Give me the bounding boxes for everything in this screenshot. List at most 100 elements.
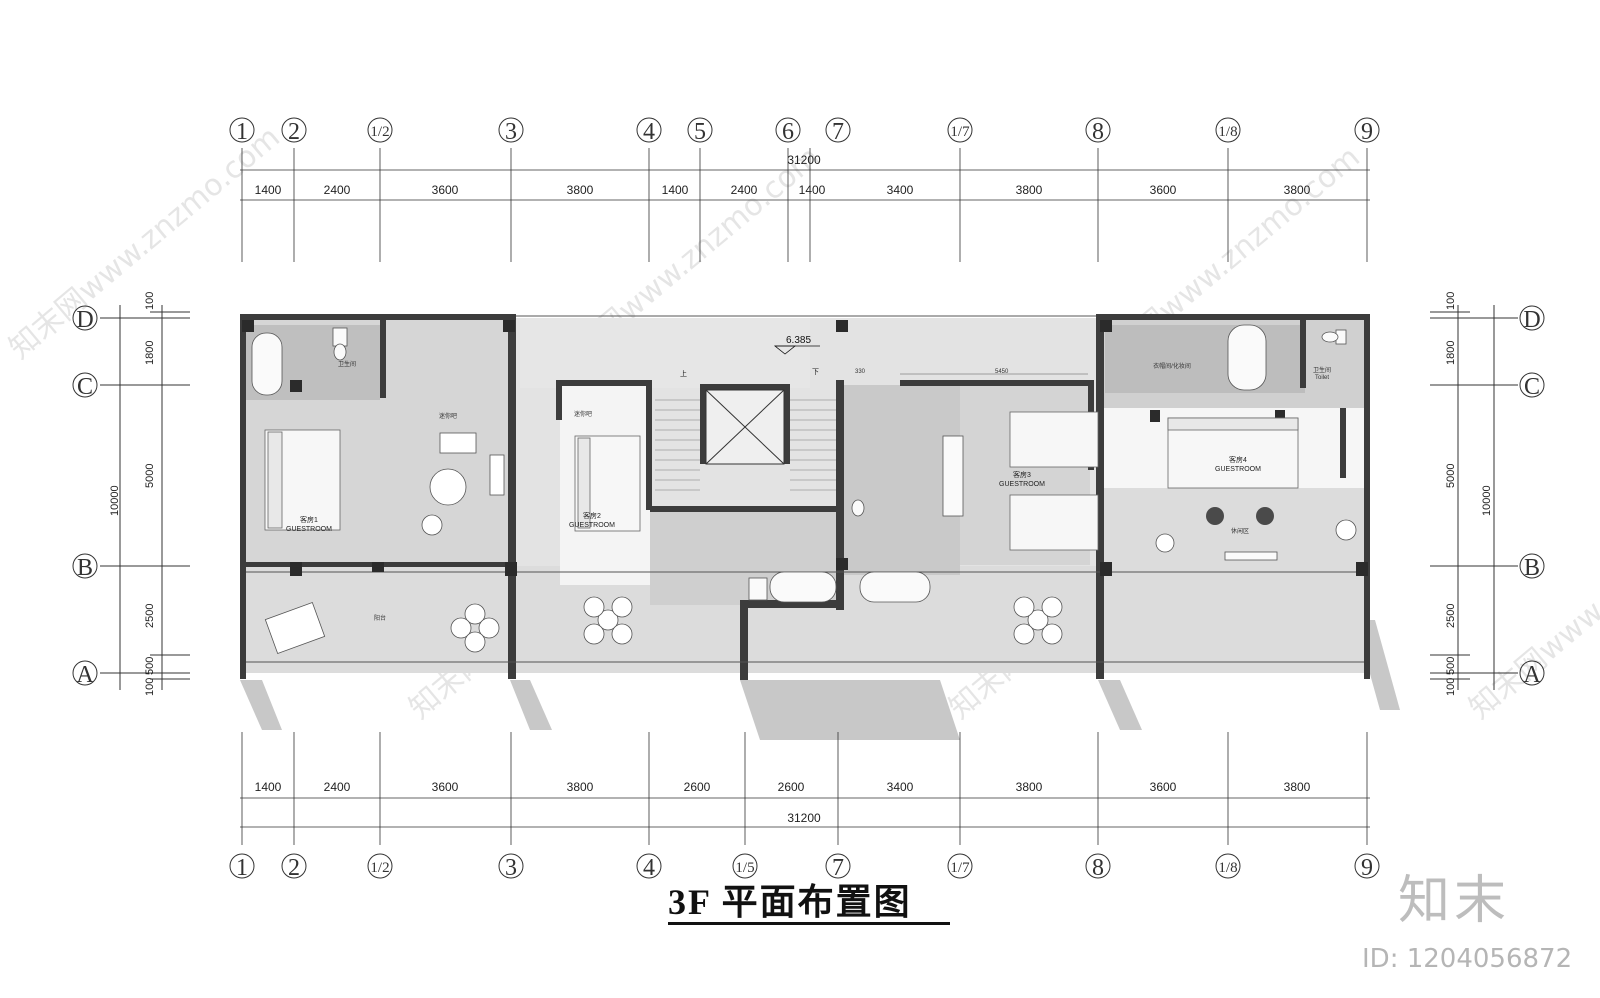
axis-label: 7 xyxy=(832,855,844,881)
dim-value: 100 xyxy=(1445,292,1457,310)
axis-label: 3 xyxy=(505,855,517,881)
dim-value: 5000 xyxy=(144,464,156,488)
dim-value: 3800 xyxy=(567,183,594,197)
dim-value: 3800 xyxy=(1284,780,1311,794)
stair-down-label: 下 xyxy=(812,368,819,376)
dim-value: 3400 xyxy=(887,183,914,197)
room-label-balcony: 阳台 xyxy=(374,614,386,622)
room-label-bathroom4: 卫生间 xyxy=(1313,366,1331,374)
top-dimension-lines xyxy=(240,148,1370,262)
bottom-segment-dims: 1400 2400 3600 3800 2600 2600 3400 3800 … xyxy=(255,780,1311,794)
dim-value: 100 xyxy=(144,678,156,696)
top-axis-labels: 1 2 1/2 3 4 5 6 7 1/7 8 1/8 9 xyxy=(236,119,1373,145)
axis-label: 4 xyxy=(643,855,655,881)
dim-value: 3600 xyxy=(432,183,459,197)
dim-value: 2400 xyxy=(324,183,351,197)
axis-label: 6 xyxy=(782,119,794,145)
room-label-guestroom1: 客房1 xyxy=(300,515,318,524)
axis-label: 1/2 xyxy=(370,124,389,140)
small-dim: 330 xyxy=(855,369,866,375)
axis-label: 1/8 xyxy=(1218,124,1237,140)
top-axis-row xyxy=(229,117,1380,143)
axis-label: A xyxy=(1523,662,1541,688)
right-axis-row xyxy=(1430,305,1545,690)
room-label-guestroom2: 客房2 xyxy=(583,511,601,520)
total-dimension: 31200 xyxy=(787,153,821,167)
room-label-guestroom3: 客房3 xyxy=(1013,470,1031,479)
axis-label: 1 xyxy=(236,855,248,881)
axis-label: 7 xyxy=(832,119,844,145)
dim-value: 3600 xyxy=(1150,780,1177,794)
axis-label: 1/7 xyxy=(950,860,970,876)
dim-value: 3800 xyxy=(567,780,594,794)
elevator-core xyxy=(655,389,836,491)
dim-value: 3800 xyxy=(1284,183,1311,197)
level-value: 6.385 xyxy=(786,335,811,346)
columns xyxy=(242,320,1368,576)
dim-value: 5000 xyxy=(1445,464,1457,488)
axis-label: 9 xyxy=(1361,119,1373,145)
total-dimension: 10000 xyxy=(1481,485,1493,516)
furniture-tables xyxy=(264,432,1357,654)
axis-label: 1/7 xyxy=(950,124,970,140)
axis-label: A xyxy=(76,662,94,688)
dim-value: 1400 xyxy=(662,183,689,197)
axis-label: 1/8 xyxy=(1218,860,1237,876)
axis-label: C xyxy=(1524,374,1540,400)
small-dim: 5450 xyxy=(995,369,1009,375)
axis-label: 1/2 xyxy=(370,860,389,876)
axis-label: D xyxy=(1523,307,1540,333)
room-label-minibar2: 迷你吧 xyxy=(574,410,592,418)
left-axis-labels: D C B A xyxy=(76,307,94,688)
furniture-fixtures xyxy=(332,327,1347,601)
dim-value: 500 xyxy=(144,657,156,675)
dim-value: 500 xyxy=(1445,657,1457,675)
total-dimension: 31200 xyxy=(787,811,821,825)
total-dimension: 10000 xyxy=(109,485,121,516)
dim-value: 2600 xyxy=(778,780,805,794)
axis-label: 8 xyxy=(1092,855,1104,881)
title-underline xyxy=(668,922,950,925)
axis-label: 5 xyxy=(694,119,706,145)
dim-value: 3400 xyxy=(887,780,914,794)
dim-value: 3600 xyxy=(1150,183,1177,197)
axis-label: D xyxy=(76,307,93,333)
left-axis-row xyxy=(72,305,190,690)
dim-value: 100 xyxy=(144,292,156,310)
dim-value: 2500 xyxy=(144,604,156,628)
drawing-title: 3F 平面布置图 xyxy=(668,882,912,922)
watermark-logo: 知末 xyxy=(1398,871,1511,931)
axis-label: 2 xyxy=(288,119,300,145)
room-label-guestroom4: 客房4 xyxy=(1229,455,1247,464)
dim-value: 1400 xyxy=(799,183,826,197)
room-label-bathroom1: 卫生间 xyxy=(338,360,356,368)
dim-value: 1400 xyxy=(255,183,282,197)
room-label-bathroom4-en: Toilet xyxy=(1315,375,1329,381)
room-label-lounge: 休闲区 xyxy=(1231,527,1249,535)
room-labels: 客房1 GUESTROOM 客房2 GUESTROOM 客房3 GUESTROO… xyxy=(286,360,1331,622)
room-label-guestroom4-en: GUESTROOM xyxy=(1215,466,1261,473)
room-label-guestroom2-en: GUESTROOM xyxy=(569,522,615,529)
room-label-closet: 衣帽间/化妆间 xyxy=(1153,362,1191,370)
axis-label: B xyxy=(1524,555,1540,581)
axis-label: C xyxy=(77,374,93,400)
axis-label: 1 xyxy=(236,119,248,145)
left-side-dims: 100 1800 5000 2500 500 100 10000 xyxy=(109,292,156,696)
right-side-dims: 100 1800 5000 2500 500 100 10000 xyxy=(1445,292,1493,696)
dim-value: 2500 xyxy=(1445,604,1457,628)
axis-label: 3 xyxy=(505,119,517,145)
bottom-axis-row xyxy=(229,853,1380,879)
dim-value: 1800 xyxy=(144,341,156,365)
dim-value: 1400 xyxy=(255,780,282,794)
bottom-axis-labels: 1 2 1/2 3 4 1/5 7 1/7 8 1/8 9 xyxy=(236,855,1373,881)
axis-label: 9 xyxy=(1361,855,1373,881)
floor-areas xyxy=(240,318,1370,673)
furniture-lounge-chairs xyxy=(1206,507,1274,525)
top-segment-dims: 1400 2400 3600 3800 1400 2400 1400 3400 … xyxy=(255,183,1311,197)
axis-label: 2 xyxy=(288,855,300,881)
axis-label: 1/5 xyxy=(735,860,754,876)
level-mark: 6.385 xyxy=(773,335,820,355)
room-label-guestroom3-en: GUESTROOM xyxy=(999,481,1045,488)
watermark-id: ID: 1204056872 xyxy=(1362,944,1573,974)
